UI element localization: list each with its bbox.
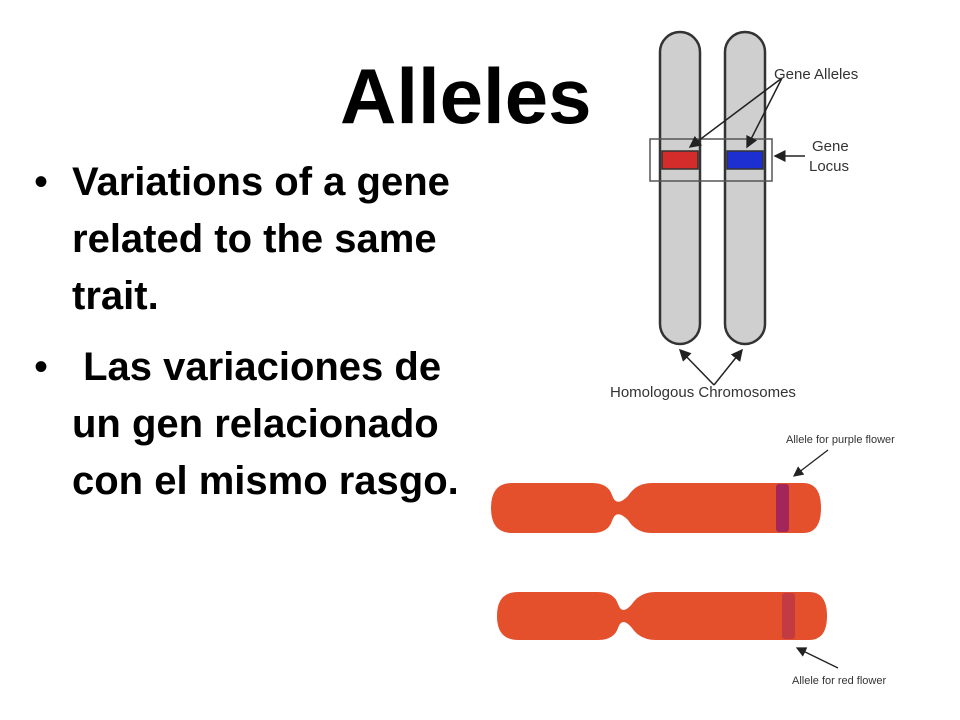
chromosome-top [491,483,821,533]
allele-band-red [661,150,699,170]
bullet-list: • Variations of a gene related to the sa… [34,154,474,524]
bullet-item: • Variations of a gene related to the sa… [34,154,474,325]
gene-alleles-arrow-right [746,77,783,149]
red-allele-label: Allele for red flower [792,675,886,687]
gene-locus-label-line2: Locus [809,158,849,175]
homologous-arrow-left [678,348,715,386]
gene-locus-box [649,138,773,182]
slide-title: Alleles [340,52,592,140]
red-allele-arrow [795,647,839,669]
gene-locus-label-line1: Gene [812,138,849,155]
bullet-text: Variations of a gene related to the same… [72,160,450,318]
homologous-arrow-right [713,348,743,386]
purple-allele-label: Allele for purple flower [786,434,895,446]
purple-allele-band [776,484,789,532]
bullet-marker: • [34,345,49,389]
red-allele-band [782,593,795,639]
chromosome-left [658,30,702,346]
bullet-text: Las variaciones de un gen relacionado co… [72,345,459,503]
flower-alleles-diagram: Allele for purple flower Allele for red … [491,434,895,687]
allele-band-blue [726,150,764,170]
bullet-item: • Las variaciones de un gen relacionado … [34,339,474,510]
homologous-chromosomes-label: Homologous Chromosomes [610,384,796,401]
gene-alleles-label: Gene Alleles [774,66,858,83]
gene-alleles-arrow-left [688,77,783,148]
homologous-chromosomes-diagram: Gene Alleles Gene Locus Homologous Chrom… [610,30,858,401]
chromosome-right [723,30,767,346]
bullet-marker: • [34,160,49,204]
chromosome-bottom [497,592,827,640]
purple-allele-arrow [792,449,829,477]
